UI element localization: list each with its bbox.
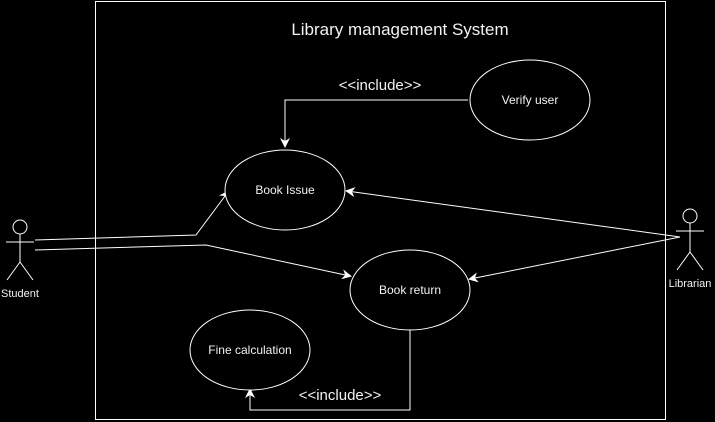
association-student-return [34,244,352,280]
use-case-book-return-label: Book return [379,283,441,297]
use-case-book-issue-ellipse [224,149,346,231]
include-edge-return-to-fine [245,330,411,411]
actor-student-left-leg [6,261,21,281]
include-label-top: <<include>> [339,77,422,94]
actor-librarian-left-leg [676,251,691,271]
use-case-fine-calculation-ellipse [189,309,311,391]
system-boundary [95,1,666,420]
use-case-book-issue-label: Book Issue [255,183,315,197]
actor-librarian-head [682,208,698,224]
use-case-fine-calculation-label: Fine calculation [208,343,291,357]
actor-student-head [12,219,28,235]
use-case-book-return-ellipse [349,249,471,331]
system-title: Library management System [291,20,508,39]
actor-student-right-leg [19,261,34,281]
use-case-verify-user-label: Verify user [502,93,559,107]
actor-student [6,219,34,281]
association-librarian-issue [345,187,681,238]
use-case-fine-calculation: Fine calculation [189,309,311,391]
actor-librarian-right-leg [689,251,704,271]
include-edge-verify-to-issue [280,99,468,148]
actor-librarian [676,208,704,271]
actor-student-label: Student [1,288,39,300]
association-librarian-return [468,236,681,283]
use-case-book-issue: Book Issue [224,149,346,231]
use-case-book-return: Book return [349,249,471,331]
use-case-verify-user-ellipse [469,59,591,141]
actor-librarian-label: Librarian [669,278,712,290]
use-case-verify-user: Verify user [469,59,591,141]
include-label-bottom: <<include>> [299,387,382,404]
association-student-issue [34,190,230,241]
